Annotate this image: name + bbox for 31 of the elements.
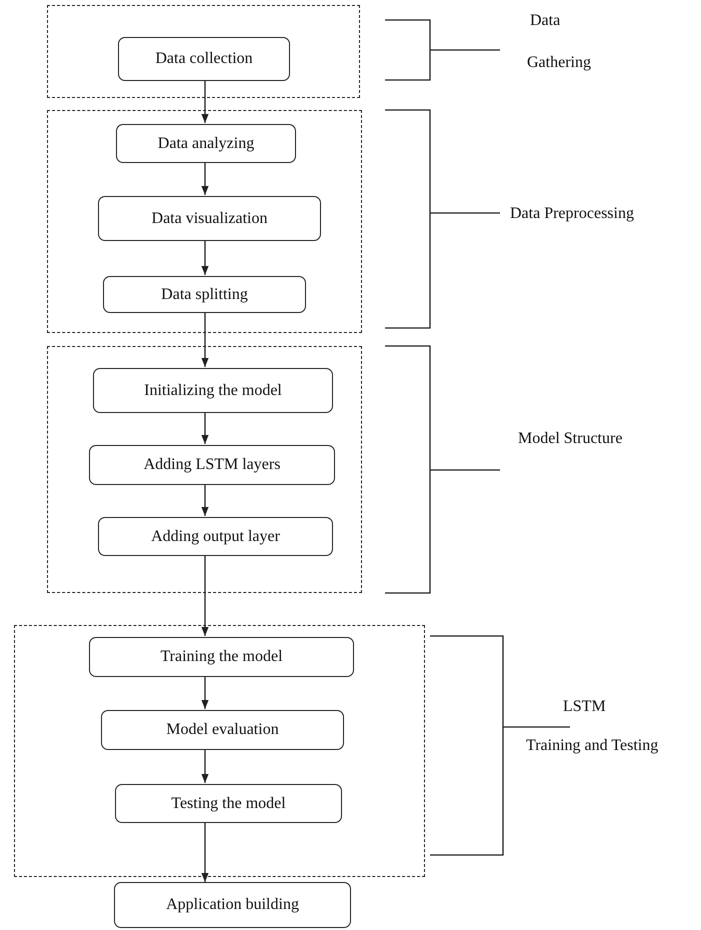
arrow bbox=[201, 240, 209, 275]
process-box: Initializing the model bbox=[93, 368, 333, 413]
process-box: Adding LSTM layers bbox=[89, 445, 335, 485]
section-label: LSTM bbox=[563, 698, 606, 716]
dashed-group-box bbox=[14, 625, 425, 877]
process-box: Adding output layer bbox=[98, 517, 333, 556]
section-label: Training and Testing bbox=[526, 737, 658, 755]
section-label: Gathering bbox=[527, 54, 591, 72]
arrow bbox=[201, 162, 209, 195]
dashed-group-box bbox=[47, 5, 360, 98]
dashed-group-box bbox=[47, 346, 362, 593]
arrow bbox=[201, 312, 209, 367]
arrow bbox=[201, 749, 209, 783]
process-box: Application building bbox=[114, 882, 351, 928]
section-label: Data bbox=[530, 12, 560, 30]
arrow bbox=[201, 80, 209, 123]
process-box: Data splitting bbox=[103, 276, 306, 313]
arrow bbox=[201, 676, 209, 709]
process-box: Testing the model bbox=[115, 784, 342, 823]
process-box: Training the model bbox=[89, 637, 354, 677]
process-box: Model evaluation bbox=[101, 710, 344, 750]
process-box: Data visualization bbox=[98, 196, 321, 241]
arrow bbox=[201, 412, 209, 444]
section-label: Model Structure bbox=[518, 430, 622, 448]
arrow bbox=[201, 484, 209, 516]
process-box: Data analyzing bbox=[116, 124, 296, 163]
arrow bbox=[201, 822, 209, 882]
section-label: Data Preprocessing bbox=[510, 205, 634, 223]
dashed-group-box bbox=[47, 110, 362, 333]
arrow bbox=[201, 555, 209, 636]
process-box: Data collection bbox=[118, 37, 290, 81]
